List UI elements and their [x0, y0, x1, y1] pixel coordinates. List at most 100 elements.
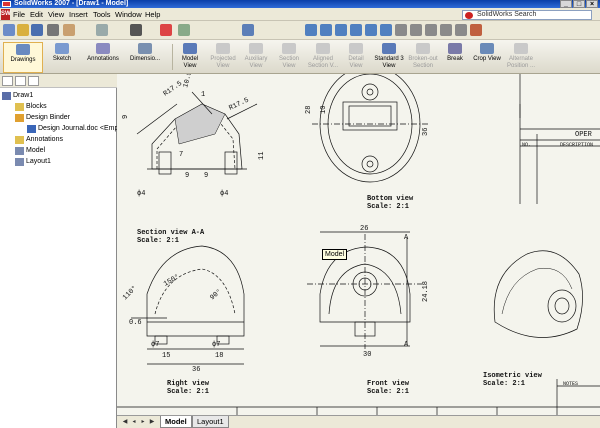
dim-r17-5-b: R17.5 — [228, 97, 250, 113]
first-sheet-arrow-icon[interactable]: ◀ — [122, 419, 128, 425]
folder-icon — [15, 103, 24, 111]
dim-36: 36 — [422, 128, 430, 136]
dim-phi7-a: ϕ7 — [151, 341, 159, 349]
isometric-view-drawing — [493, 250, 583, 338]
drawing-sheet[interactable]: OPER NO. DESCRIPTION NOTES 9 R17.5 10.5 … — [117, 74, 600, 415]
break-button[interactable]: Break — [443, 42, 467, 73]
standard-3-view-button[interactable]: Standard 3 View — [372, 42, 406, 73]
featuremanager-tab-icon[interactable] — [2, 76, 13, 86]
col-desc-label: DESCRIPTION — [560, 142, 593, 148]
zoom-fit-icon[interactable] — [305, 24, 317, 36]
drawings-tab-button[interactable]: Drawings — [3, 42, 43, 73]
zoom-area-icon[interactable] — [320, 24, 332, 36]
new-icon[interactable] — [3, 24, 15, 36]
rotate-icon[interactable] — [365, 24, 377, 36]
auxiliary-view-button[interactable]: Auxiliary View — [242, 42, 270, 73]
search-label: SolidWorks Search — [477, 11, 537, 18]
model-tooltip: Model — [322, 249, 348, 260]
tree-item-root[interactable]: Draw1 — [2, 91, 33, 101]
annotations-folder-icon — [15, 136, 24, 144]
next-sheet-arrow-icon[interactable]: ▸ — [141, 419, 145, 425]
dim-phi4-a: ϕ4 — [137, 190, 145, 198]
aligned-section-button[interactable]: Aligned Section V... — [306, 42, 340, 73]
dim-phi4-b: ϕ4 — [220, 190, 228, 198]
dim-10-5: 10.5 — [182, 74, 194, 89]
tab-model[interactable]: Model — [160, 416, 192, 428]
view-orientation-icon[interactable] — [242, 24, 254, 36]
tree-item-design-journal[interactable]: Design Journal.doc <Empty> — [27, 124, 128, 134]
search-icon — [465, 12, 473, 19]
close-button[interactable]: × — [586, 0, 598, 8]
menu-file[interactable]: File — [13, 10, 26, 19]
help-icon[interactable] — [470, 24, 482, 36]
dim-9: 9 — [122, 115, 130, 119]
shaded-icon[interactable] — [425, 24, 437, 36]
propertymanager-tab-icon[interactable] — [15, 76, 26, 86]
annotations-tab-button[interactable]: Annotations — [84, 42, 122, 73]
view-settings-icon[interactable] — [455, 24, 467, 36]
right-view-title: Right view — [167, 380, 210, 388]
projected-view-button[interactable]: Projected View — [208, 42, 238, 73]
detail-view-button[interactable]: Detail View — [342, 42, 370, 73]
sketch-tab-button[interactable]: Sketch — [48, 42, 76, 73]
aligned-section-icon — [316, 43, 330, 54]
search-box[interactable]: SolidWorks Search — [462, 10, 592, 20]
isometric-view-title: Isometric view — [483, 372, 543, 380]
tab-layout1[interactable]: Layout1 — [192, 416, 229, 428]
dim-15: 15 — [162, 352, 170, 360]
tree-item-design-binder[interactable]: Design Binder — [15, 113, 70, 123]
model-view-button[interactable]: Model View — [178, 42, 202, 73]
save-icon[interactable] — [31, 24, 43, 36]
open-icon[interactable] — [17, 24, 29, 36]
last-sheet-arrow-icon[interactable]: ▶ — [149, 419, 155, 425]
section-view-toolbar-icon[interactable] — [440, 24, 452, 36]
isometric-view-scale: Scale: 2:1 — [483, 380, 525, 388]
pan-icon[interactable] — [380, 24, 392, 36]
undo-icon[interactable] — [63, 24, 75, 36]
dim-36-b: 36 — [192, 366, 200, 374]
section-view-scale: Scale: 2:1 — [137, 237, 179, 245]
dim-24-18: 24.18 — [422, 281, 430, 302]
display-style-icon[interactable] — [395, 24, 407, 36]
crop-view-button[interactable]: Crop View — [472, 42, 502, 73]
dim-7: 7 — [179, 151, 183, 159]
section-marker-a-bottom: A — [404, 341, 409, 349]
menu-window[interactable]: Window — [115, 10, 142, 19]
section-view-button[interactable]: Section View — [276, 42, 302, 73]
tree-item-annotations[interactable]: Annotations — [15, 135, 63, 145]
drawing-canvas: OPER NO. DESCRIPTION NOTES 9 R17.5 10.5 … — [117, 74, 600, 415]
zoom-in-icon[interactable] — [335, 24, 347, 36]
print-icon[interactable] — [47, 24, 59, 36]
minimize-button[interactable]: _ — [560, 0, 572, 8]
prev-sheet-arrow-icon[interactable]: ◂ — [132, 419, 136, 425]
menu-view[interactable]: View — [48, 10, 65, 19]
menu-tools[interactable]: Tools — [93, 10, 111, 19]
app-icon — [2, 1, 11, 7]
tree-item-blocks[interactable]: Blocks — [15, 102, 47, 112]
right-view-scale: Scale: 2:1 — [167, 388, 209, 396]
angle-90: 90° — [208, 287, 223, 302]
alternate-position-button[interactable]: Alternate Position ... — [506, 42, 536, 73]
bottom-view-title: Bottom view — [367, 195, 414, 203]
zoom-selection-icon[interactable] — [350, 24, 362, 36]
auxiliary-view-icon — [249, 43, 263, 54]
configmanager-tab-icon[interactable] — [28, 76, 39, 86]
select-icon[interactable] — [130, 24, 142, 36]
tree-item-layout[interactable]: Layout1 — [15, 157, 51, 167]
rebuild-icon[interactable] — [160, 24, 172, 36]
bottom-view-scale: Scale: 2:1 — [367, 203, 409, 211]
redo-icon[interactable] — [96, 24, 108, 36]
menu-edit[interactable]: Edit — [30, 10, 43, 19]
options-icon[interactable] — [178, 24, 190, 36]
menu-help[interactable]: Help — [145, 10, 161, 19]
broken-out-section-button[interactable]: Broken-out Section — [408, 42, 438, 73]
dim-r17-5-a: R17.5 — [162, 80, 184, 99]
hidden-lines-icon[interactable] — [410, 24, 422, 36]
dimensions-tab-button[interactable]: Dimensio... — [126, 42, 164, 73]
feature-manager-tree: Draw1 Blocks Design Binder Design Journa… — [0, 74, 128, 428]
menu-insert[interactable]: Insert — [69, 10, 88, 19]
model-view-icon — [183, 43, 197, 54]
section-marker-a-top: A — [404, 234, 409, 242]
maximize-button[interactable]: □ — [573, 0, 585, 8]
tree-item-model[interactable]: Model — [15, 146, 45, 156]
